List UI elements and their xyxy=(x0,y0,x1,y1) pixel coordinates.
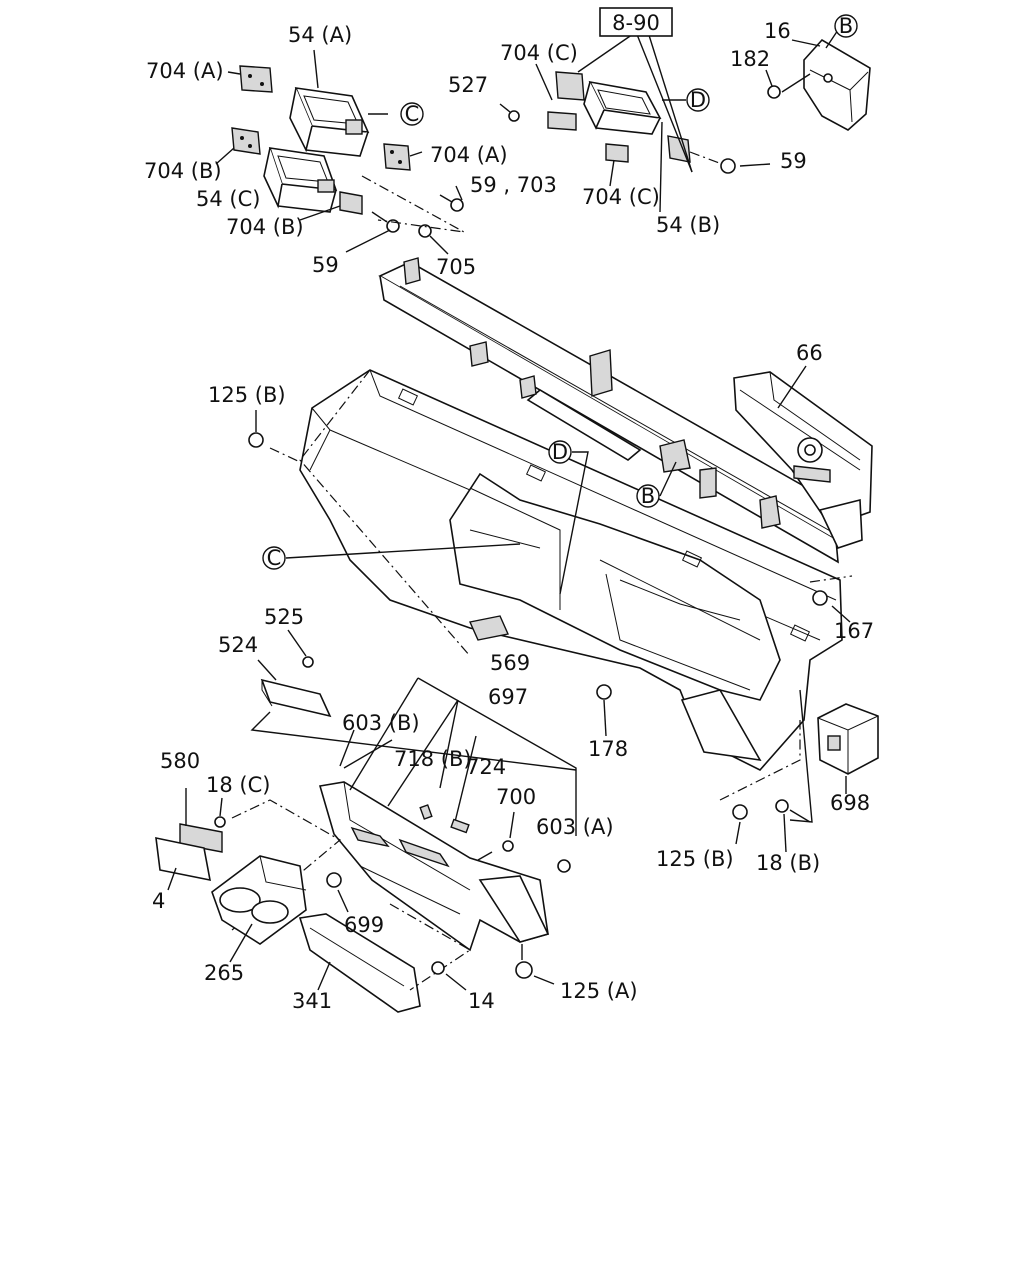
cross-member-beam xyxy=(378,257,862,564)
svg-text:B: B xyxy=(641,484,655,508)
label-18b: 18 (B) xyxy=(756,851,820,875)
screw-603a xyxy=(557,859,571,873)
label-524: 524 xyxy=(218,633,258,657)
label-54c: 54 (C) xyxy=(196,187,260,211)
bracket-698 xyxy=(817,703,879,775)
label-704a-left: 704 (A) xyxy=(146,59,224,83)
label-341: 341 xyxy=(292,989,332,1013)
pocket-54c-drawing xyxy=(263,147,338,213)
label-525: 525 xyxy=(264,605,304,629)
pocket-54b-drawing xyxy=(583,80,662,135)
label-527: 527 xyxy=(448,73,488,97)
label-125b-bottom: 125 (B) xyxy=(656,847,734,871)
marker-d-panel: D xyxy=(548,440,572,464)
screw-527 xyxy=(508,110,520,122)
label-54a: 54 (A) xyxy=(288,23,352,47)
svg-text:B: B xyxy=(839,14,853,38)
label-603a: 603 (A) xyxy=(536,815,614,839)
screw-700 xyxy=(502,840,514,852)
label-704a-mid: 704 (A) xyxy=(430,143,508,167)
label-704c-bottom: 704 (C) xyxy=(582,185,660,209)
lid-341 xyxy=(298,913,421,1013)
marker-c-top: C xyxy=(400,102,424,126)
trim-524 xyxy=(260,656,332,718)
label-705: 705 xyxy=(436,255,476,279)
svg-text:D: D xyxy=(690,88,706,112)
bolt-18b xyxy=(775,799,789,813)
bracket-704a-left xyxy=(239,65,273,93)
corner-cover-16 xyxy=(803,38,871,131)
label-59-left: 59 xyxy=(312,253,339,277)
svg-text:C: C xyxy=(405,102,420,126)
label-59-right: 59 xyxy=(780,149,807,173)
clip-699 xyxy=(326,872,342,888)
label-4: 4 xyxy=(152,889,165,913)
bracket-66 xyxy=(733,371,873,549)
label-125b-top: 125 (B) xyxy=(208,383,286,407)
label-18c: 18 (C) xyxy=(206,773,270,797)
cup-holder-265 xyxy=(211,855,307,945)
screw-18c xyxy=(214,816,226,828)
label-16: 16 xyxy=(764,19,791,43)
bracket-704a-mid xyxy=(383,143,411,171)
label-580: 580 xyxy=(160,749,200,773)
pocket-54a-drawing xyxy=(289,87,370,157)
label-569: 569 xyxy=(490,651,530,675)
cover-4 xyxy=(155,836,212,882)
label-699: 699 xyxy=(344,913,384,937)
screw-14 xyxy=(431,961,445,975)
label-704c-top: 704 (C) xyxy=(500,41,578,65)
label-700: 700 xyxy=(496,785,536,809)
bracket-704c-top xyxy=(547,71,585,131)
marker-b-top: B xyxy=(834,14,858,38)
svg-text:D: D xyxy=(552,440,568,464)
bracket-704b-left xyxy=(231,127,261,155)
label-603b: 603 (B) xyxy=(342,711,420,735)
label-697: 697 xyxy=(488,685,528,709)
instrument-panel xyxy=(299,369,843,771)
marker-b-panel: B xyxy=(636,484,660,508)
label-704b-left: 704 (B) xyxy=(144,159,222,183)
marker-c-panel: C xyxy=(262,546,286,570)
label-167: 167 xyxy=(834,619,874,643)
marker-d-top: D xyxy=(686,88,710,112)
ref-box-frame xyxy=(599,7,673,37)
label-724: 724 xyxy=(466,755,506,779)
label-698: 698 xyxy=(830,791,870,815)
label-125a: 125 (A) xyxy=(560,979,638,1003)
screws-top-left xyxy=(371,194,464,238)
screw-182 xyxy=(767,85,781,99)
bolt-167 xyxy=(812,590,828,606)
bracket-704c-bottom xyxy=(605,143,629,163)
label-178: 178 xyxy=(588,737,628,761)
clip-125b-top xyxy=(248,432,264,448)
label-54b: 54 (B) xyxy=(656,213,720,237)
screw-59-right xyxy=(720,158,736,174)
nut-178 xyxy=(596,684,612,700)
glove-box-housing xyxy=(318,781,550,952)
svg-text:C: C xyxy=(267,546,282,570)
label-718b: 718 (B) xyxy=(394,747,472,771)
label-66: 66 xyxy=(796,341,823,365)
label-265: 265 xyxy=(204,961,244,985)
label-704b-bottom: 704 (B) xyxy=(226,215,304,239)
ref-box-label: 8-90 xyxy=(612,11,660,35)
clip-125b-bottom xyxy=(732,804,748,820)
clip-125a xyxy=(515,961,533,979)
bracket-704b-bottom xyxy=(339,191,363,215)
label-14: 14 xyxy=(468,989,495,1013)
label-59-703: 59 , 703 xyxy=(470,173,557,197)
label-182: 182 xyxy=(730,47,770,71)
